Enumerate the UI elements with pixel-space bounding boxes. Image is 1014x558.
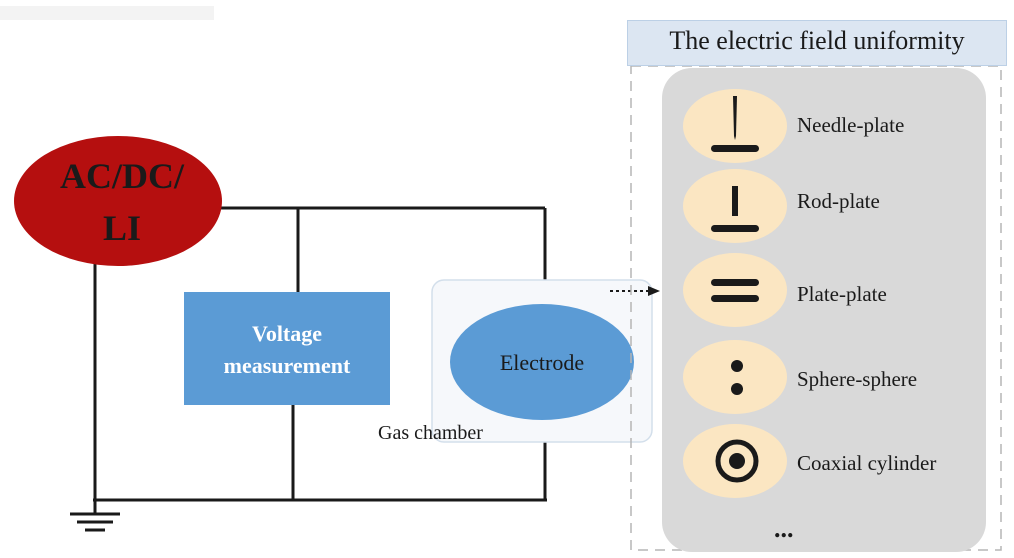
electrode-label: Electrode [499,350,585,375]
gas-chamber-label: Gas chamber [378,422,483,444]
voltage-measurement-line2: measurement [223,353,351,378]
more-items-ellipsis: ... [774,514,794,543]
plate-plate-icon [683,253,787,327]
needle-plate-label: Needle-plate [797,113,905,137]
arrow-right-icon [610,286,660,296]
background-smudge [0,6,214,20]
sphere-sphere-icon [683,340,787,414]
electrode-ellipse [450,304,634,420]
rod-plate-label: Rod-plate [797,189,880,213]
uniformity-title-box [627,20,1007,66]
source-label-line2: LI [102,208,142,248]
needle-plate-icon [683,89,787,163]
sphere-sphere-label: Sphere-sphere [797,367,918,391]
uniformity-title: The electric field uniformity [669,26,965,55]
coaxial-cylinder-icon [683,424,787,498]
voltage-measurement-box [184,292,390,405]
coaxial-cylinder-label: Coaxial cylinder [797,451,937,475]
ground-icon [70,500,120,532]
rod-plate-icon [683,169,787,243]
voltage-measurement-label: Voltage measurement [184,318,390,382]
source-label-line1: AC/DC/ [60,156,184,196]
source-label: AC/DC/ LI [22,150,222,254]
plate-plate-label: Plate-plate [797,282,887,306]
voltage-measurement-line1: Voltage [251,321,323,346]
source-ellipse [14,136,222,266]
